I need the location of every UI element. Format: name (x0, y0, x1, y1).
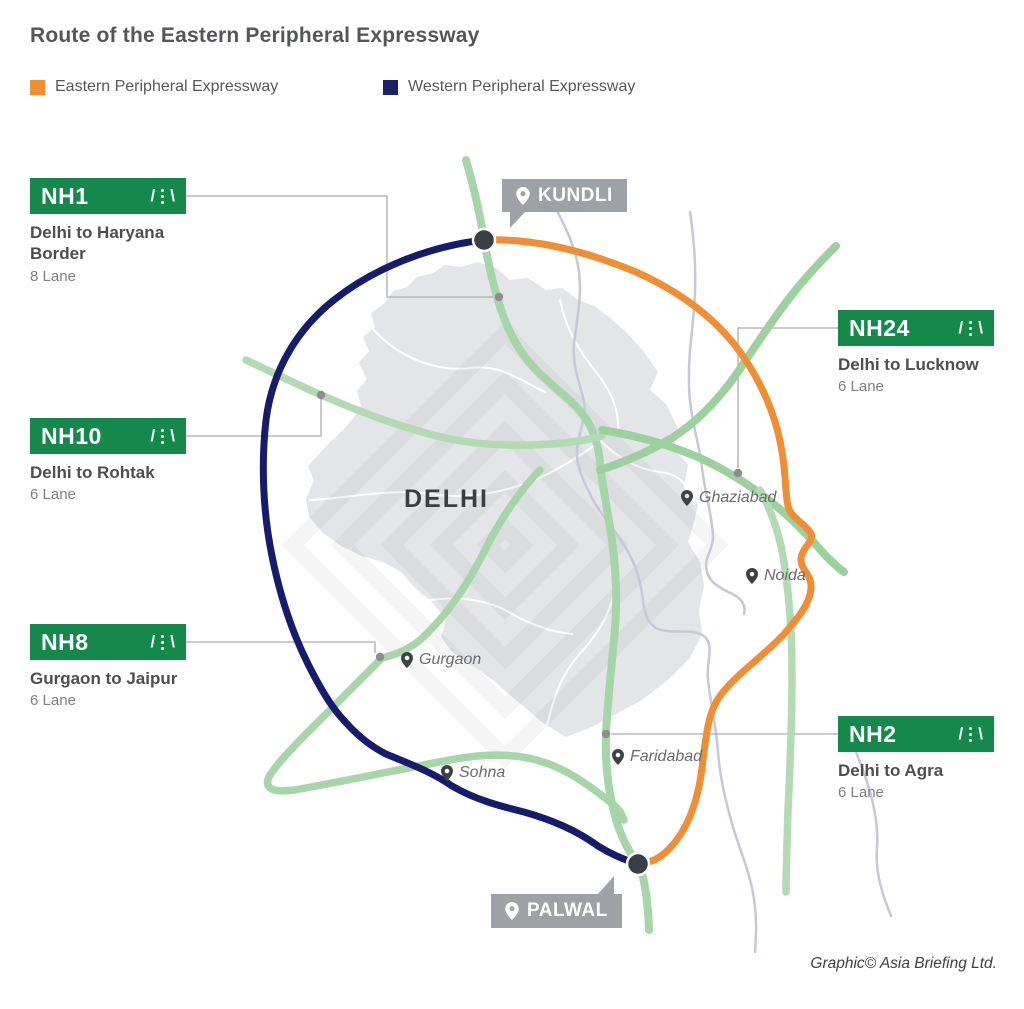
highway-code: NH8 (41, 628, 89, 655)
nh2-badge: NH2 / \ (838, 716, 994, 752)
legend-item-eastern: Eastern Peripheral Expressway (30, 78, 278, 96)
location-pin-icon (401, 652, 413, 668)
highway-lanes: 6 Lane (838, 378, 884, 396)
stream (854, 750, 893, 918)
road-lanes-icon: / \ (150, 426, 175, 445)
nh1-badge: NH1 / \ (30, 178, 186, 214)
highway-lanes: 6 Lane (30, 692, 76, 710)
nh8-leader (186, 641, 376, 653)
sohna-road (263, 466, 628, 824)
leader-dots (316, 292, 743, 739)
nh8-badge: NH8 / \ (30, 624, 186, 660)
palwal-junction-dot (625, 851, 651, 877)
eastern-legend-swatch (30, 79, 45, 95)
highway-code: NH1 (41, 182, 89, 209)
badge-tail (597, 876, 614, 894)
location-pin-icon (441, 765, 453, 781)
kundli-marker-badge: KUNDLI (502, 179, 627, 228)
delhi-label: DELHI (404, 485, 489, 513)
eastern-expressway-route (480, 236, 815, 868)
national-highway-roads (242, 156, 848, 934)
highway-card-nh2: NH2 / \ Delhi to Agra 6 Lane (838, 716, 994, 801)
western-expressway-route (259, 236, 642, 868)
highway-card-nh10: NH10 / \ Delhi to Rohtak 6 Lane (30, 418, 186, 503)
legend-label: Eastern Peripheral Expressway (55, 78, 279, 95)
marker-label: PALWAL (527, 900, 608, 921)
nh10-leader (186, 399, 322, 437)
location-pin-icon (746, 568, 758, 584)
hindon-river (687, 210, 746, 616)
highway-lanes: 6 Lane (30, 486, 76, 504)
western-legend-swatch (383, 79, 398, 95)
noida-road (756, 486, 796, 896)
highway-code: NH24 (849, 314, 910, 341)
page-title: Route of the Eastern Peripheral Expressw… (30, 24, 480, 47)
nh24-road (596, 242, 840, 474)
nh10-badge: NH10 / \ (30, 418, 186, 454)
legend-item-western: Western Peripheral Expressway (383, 78, 635, 96)
highway-description: Gurgaon to Jaipur (30, 669, 178, 688)
city-label-faridabad: Faridabad (612, 748, 702, 766)
road-lanes-icon: / \ (958, 724, 983, 743)
badge-tail (510, 212, 525, 228)
city-label-ghaziabad: Ghaziabad (681, 489, 776, 507)
city-name: Noida (764, 567, 806, 584)
location-pin-icon (612, 749, 624, 765)
highway-card-nh24: NH24 / \ Delhi to Lucknow 6 Lane (838, 310, 994, 395)
highway-code: NH10 (41, 422, 102, 449)
city-label-gurgaon: Gurgaon (401, 651, 481, 669)
junction-dots (471, 227, 651, 877)
location-pin-icon (681, 490, 693, 506)
highway-lanes: 8 Lane (30, 267, 76, 285)
leader-lines (186, 195, 838, 735)
marker-label: KUNDLI (538, 184, 613, 206)
nh24-leader (737, 327, 838, 468)
credit-text: Graphic© Asia Briefing Ltd. (810, 955, 997, 972)
city-name: Sohna (459, 764, 506, 781)
highway-description: Delhi to Haryana Border (30, 223, 165, 264)
palwal-marker-badge: PALWAL (491, 876, 622, 928)
city-label-noida: Noida (746, 567, 806, 585)
highway-card-nh1: NH1 / \ Delhi to Haryana Border 8 Lane (30, 178, 186, 285)
yamuna-river (551, 201, 758, 954)
city-name: Gurgaon (419, 651, 482, 668)
road-lanes-icon: / \ (958, 318, 983, 337)
highway-description: Delhi to Agra (838, 761, 944, 780)
road-lanes-icon: / \ (150, 186, 175, 205)
highway-lanes: 6 Lane (838, 784, 884, 802)
highway-description: Delhi to Rohtak (30, 463, 155, 482)
highway-card-nh8: NH8 / \ Gurgaon to Jaipur 6 Lane (30, 624, 186, 709)
legend-label: Western Peripheral Expressway (408, 78, 636, 95)
city-name: Ghaziabad (699, 489, 777, 506)
location-pin-icon (505, 902, 519, 920)
nh10-road (242, 356, 606, 450)
highway-description: Delhi to Lucknow (838, 355, 979, 374)
kundli-junction-dot (471, 227, 497, 253)
city-label-sohna: Sohna (441, 764, 505, 782)
nh24-badge: NH24 / \ (838, 310, 994, 346)
rivers (551, 201, 893, 954)
nh1-leader (186, 195, 495, 298)
highway-code: NH2 (849, 720, 897, 747)
location-pin-icon (516, 186, 530, 205)
road-lanes-icon: / \ (150, 632, 175, 651)
city-name: Faridabad (630, 748, 703, 765)
